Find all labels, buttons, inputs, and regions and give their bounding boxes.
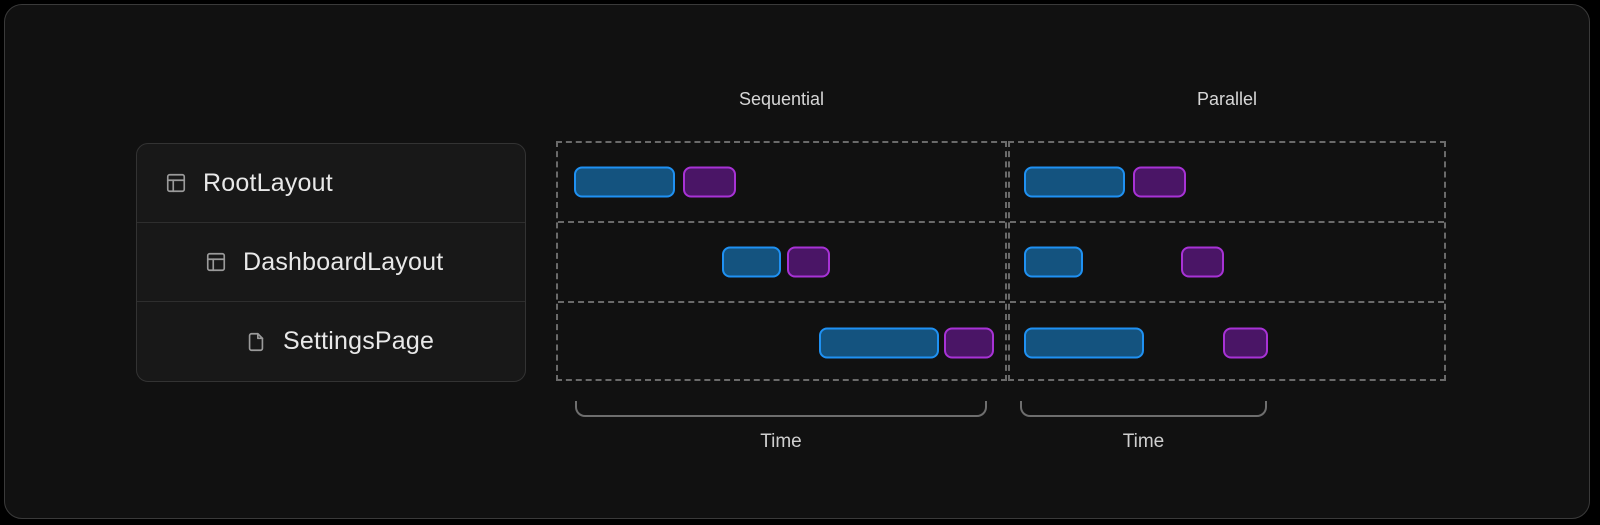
timeline-bar-blue xyxy=(722,246,781,278)
timeline-row xyxy=(558,143,1005,223)
timeline-row xyxy=(1010,143,1444,223)
time-axis-parallel: Time xyxy=(1020,401,1267,453)
tree-item-rootlayout[interactable]: RootLayout xyxy=(137,144,525,223)
time-label: Time xyxy=(760,431,802,452)
tree-item-label: SettingsPage xyxy=(283,327,435,355)
timeline-bar-purple xyxy=(787,246,830,278)
route-tree: RootLayout DashboardLayout SettingsPage xyxy=(136,143,526,382)
timeline-grid xyxy=(1008,141,1446,381)
timeline-bar-blue xyxy=(1024,166,1125,198)
layout-panel-icon xyxy=(165,172,187,194)
time-bracket xyxy=(1020,401,1267,417)
diagram-card: RootLayout DashboardLayout SettingsPage xyxy=(4,4,1590,519)
panel-parallel: Parallel xyxy=(1008,89,1446,381)
time-bracket xyxy=(575,401,987,417)
tree-item-label: DashboardLayout xyxy=(243,247,444,276)
timeline-row xyxy=(1010,303,1444,383)
timeline-bar-blue xyxy=(1024,246,1083,278)
timeline-row xyxy=(558,303,1005,383)
tree-item-label: RootLayout xyxy=(203,168,333,197)
tree-item-dashboardlayout[interactable]: DashboardLayout xyxy=(137,223,525,302)
time-label: Time xyxy=(1122,431,1165,452)
timeline-bar-purple xyxy=(683,166,736,198)
tree-item-settingspage[interactable]: SettingsPage xyxy=(137,302,525,381)
panel-sequential: Sequential xyxy=(556,89,1007,381)
timeline-bar-purple xyxy=(944,327,994,359)
timeline-bar-blue xyxy=(819,327,939,359)
layout-panel-icon xyxy=(205,251,227,273)
timeline-bar-blue xyxy=(574,166,675,198)
timeline-row xyxy=(558,223,1005,303)
time-axis-sequential: Time xyxy=(575,401,987,453)
timeline-row xyxy=(1010,223,1444,303)
timeline-grid xyxy=(556,141,1007,381)
timeline-bar-blue xyxy=(1024,327,1144,359)
timeline-bar-purple xyxy=(1223,327,1268,359)
panel-title: Parallel xyxy=(1196,89,1258,109)
timeline-bar-purple xyxy=(1133,166,1186,198)
timeline-bar-purple xyxy=(1181,246,1224,278)
file-icon xyxy=(245,331,267,353)
panel-title: Sequential xyxy=(738,89,825,109)
